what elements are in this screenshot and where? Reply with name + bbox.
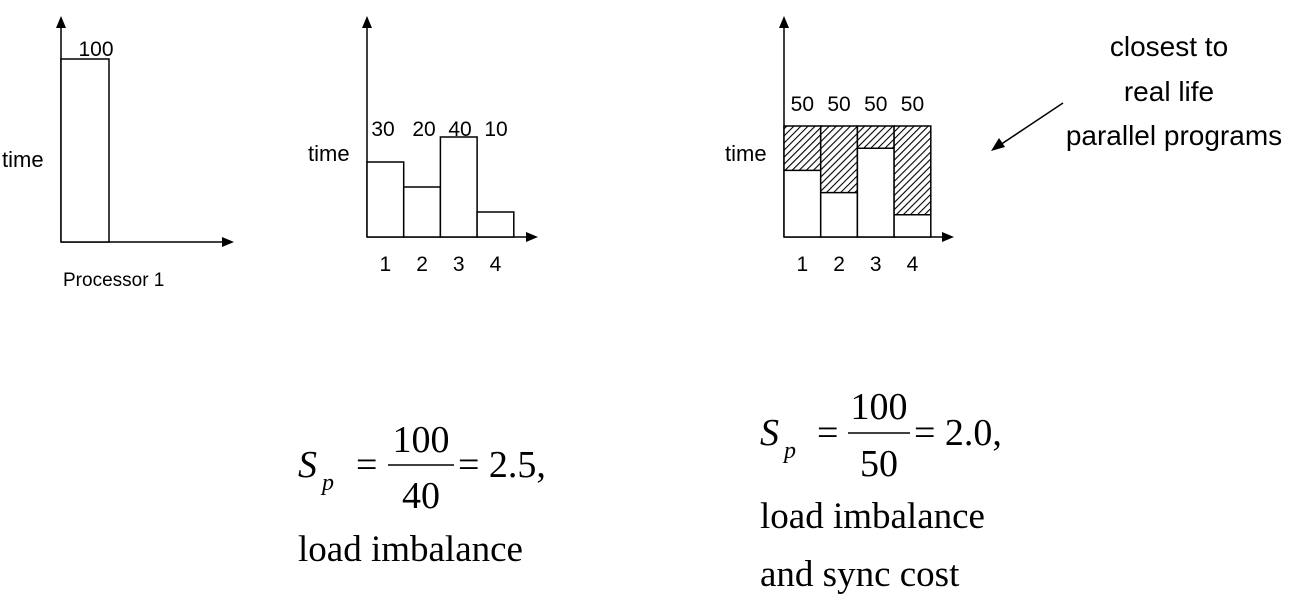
chart-four-processors-sync: 50 1 50 2 50 3 50 4 time — [725, 16, 954, 276]
x-axis-arrow — [526, 232, 538, 242]
value-label: 40 — [448, 118, 471, 141]
annotation-line-3: parallel programs — [1066, 120, 1282, 151]
x-tick-label: 3 — [870, 253, 882, 276]
bar-outline — [893, 125, 932, 238]
y-axis-label: time — [725, 141, 767, 166]
y-axis-label: time — [2, 147, 44, 172]
sync-cost-segment — [894, 126, 931, 215]
value-label: 100 — [78, 38, 113, 61]
formula-numerator: 100 — [393, 419, 450, 461]
formula-lhs: S — [760, 412, 779, 454]
value-label: 20 — [412, 118, 435, 141]
y-axis-arrow — [362, 16, 372, 28]
formula-result: = 2.5, — [458, 444, 546, 486]
work-bar — [784, 170, 821, 237]
value-label: 30 — [371, 118, 394, 141]
formula-note-1: load imbalance — [760, 496, 985, 537]
work-bar — [894, 214, 931, 237]
formula-note: load imbalance — [298, 529, 523, 570]
speedup-formula-2: S p = 100 50 = 2.0, load imbalance and s… — [760, 386, 1002, 595]
bar — [439, 136, 478, 238]
annotation-closest-to-real-life: closest to real life parallel programs — [991, 31, 1282, 151]
x-tick-label: 4 — [907, 253, 919, 276]
work-bar — [857, 148, 895, 237]
y-axis-label: time — [308, 141, 350, 166]
formula-denominator: 50 — [860, 443, 898, 485]
sync-cost-segment — [857, 126, 895, 149]
value-label: 10 — [484, 118, 507, 141]
chart-single-processor: 100 time Processor 1 — [2, 16, 234, 291]
annotation-arrow-head — [991, 138, 1005, 151]
bar — [366, 161, 405, 238]
x-axis-arrow — [942, 232, 954, 242]
annotation-line-1: closest to — [1110, 31, 1228, 62]
bar — [60, 58, 110, 243]
bar — [402, 186, 442, 238]
annotation-line-2: real life — [1124, 76, 1214, 107]
formula-lhs-subscript: p — [320, 470, 334, 496]
x-tick-label: 2 — [833, 253, 845, 276]
formula-note-2: and sync cost — [760, 554, 960, 595]
formula-denominator: 40 — [402, 475, 440, 517]
work-bar — [820, 192, 858, 237]
x-tick-label: 3 — [453, 253, 465, 276]
formula-equals: = — [817, 412, 838, 454]
value-label: 50 — [864, 93, 887, 116]
annotation-arrow-line — [999, 102, 1064, 146]
formula-result: = 2.0, — [914, 412, 1002, 454]
formula-equals: = — [356, 444, 377, 486]
value-label: 50 — [791, 93, 814, 116]
x-tick-label: 1 — [380, 253, 392, 276]
speedup-formula-1: S p = 100 40 = 2.5, load imbalance — [298, 419, 546, 570]
formula-numerator: 100 — [851, 386, 908, 428]
sync-cost-segment — [820, 126, 858, 193]
x-tick-label: 4 — [490, 253, 502, 276]
value-label: 50 — [827, 93, 850, 116]
formula-lhs-subscript: p — [782, 438, 796, 464]
x-axis-label: Processor 1 — [63, 270, 164, 291]
sync-cost-segment — [784, 126, 821, 171]
y-axis-arrow — [56, 16, 66, 28]
x-tick-label: 1 — [797, 253, 809, 276]
bars: 30 1 20 2 40 3 10 4 — [366, 118, 515, 276]
x-axis-arrow — [222, 237, 234, 247]
bar — [476, 211, 515, 238]
formula-lhs: S — [298, 444, 317, 486]
y-axis-arrow — [779, 16, 789, 28]
bars: 100 — [60, 38, 114, 243]
x-tick-label: 2 — [416, 253, 428, 276]
value-label: 50 — [901, 93, 924, 116]
chart-four-processors: 30 1 20 2 40 3 10 4 time — [308, 16, 538, 276]
bars: 50 1 50 2 50 3 50 4 — [783, 93, 932, 276]
